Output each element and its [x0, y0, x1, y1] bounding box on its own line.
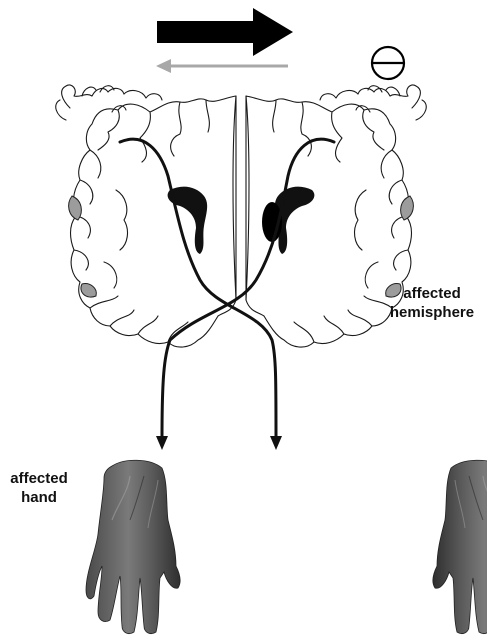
- strong-arrow-icon: [157, 8, 293, 56]
- affected-hand-label: affected hand: [4, 469, 74, 507]
- insula-patches: [69, 196, 414, 297]
- affected-hemisphere-label-line2: hemisphere: [377, 303, 487, 322]
- affected-hemisphere-label-line1: affected: [377, 284, 487, 303]
- weak-arrow-icon: [156, 59, 288, 73]
- ventricles: [168, 187, 315, 254]
- affected-hand-label-line1: affected: [4, 469, 74, 488]
- affected-hemisphere-label: affected hemisphere: [377, 284, 487, 322]
- corticospinal-tracts: [120, 139, 334, 450]
- brain-coronal-section: [56, 85, 427, 347]
- affected-hand-label-line2: hand: [4, 488, 74, 507]
- minus-circle-icon: [372, 47, 404, 79]
- right-hand-icon: [433, 460, 487, 633]
- left-hand-icon: [86, 460, 180, 633]
